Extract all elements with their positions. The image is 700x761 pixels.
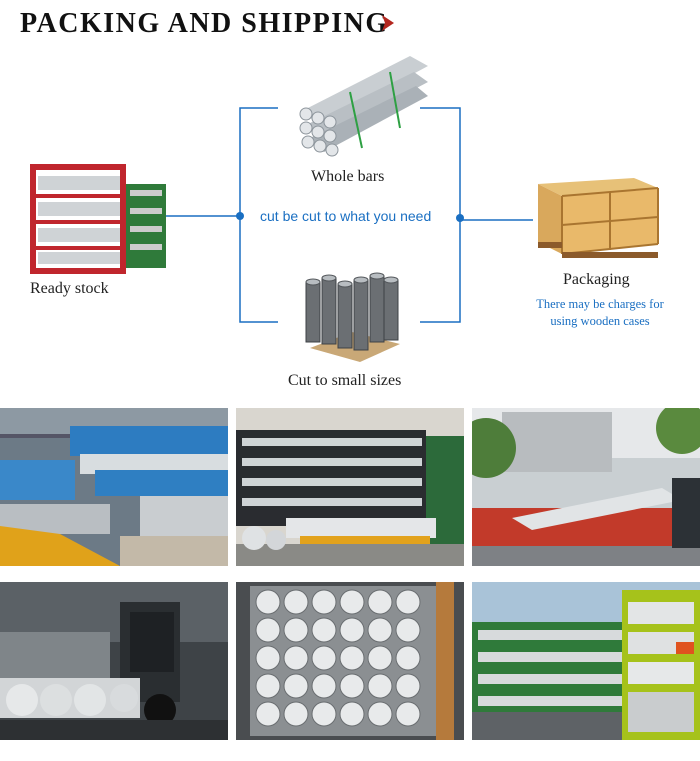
truck-loading-photo (472, 408, 700, 566)
forklift-photo (0, 582, 228, 740)
ready-stock-rack-image (28, 160, 166, 276)
packaging-label: Packaging (563, 271, 630, 288)
wooden-crate-image (538, 178, 659, 258)
cut-to-size-text: cut be cut to what you need (260, 208, 432, 224)
outdoor-racks-photo (472, 582, 700, 740)
ready-stock-label: Ready stock (30, 280, 109, 297)
process-flow-diagram: Ready stock Whole bars cut be cut to wha… (28, 56, 675, 389)
warehouse-stacks-photo (0, 408, 228, 566)
whole-bars-image (299, 56, 428, 157)
flow-connector-lines (166, 107, 533, 323)
packaging-note-line1: There may be charges for (536, 297, 664, 311)
cut-small-sizes-label: Cut to small sizes (288, 372, 402, 389)
cut-small-sizes-image (305, 272, 400, 362)
page-title: PACKING AND SHIPPING (20, 8, 389, 39)
wrapped-bundle-photo (236, 582, 464, 740)
chevron-right-icon (382, 15, 394, 31)
whole-bars-label: Whole bars (311, 168, 385, 185)
packaging-note: There may be charges for using wooden ca… (525, 296, 675, 330)
storage-rack-bars-photo (236, 408, 464, 566)
packaging-note-line2: using wooden cases (550, 314, 650, 328)
